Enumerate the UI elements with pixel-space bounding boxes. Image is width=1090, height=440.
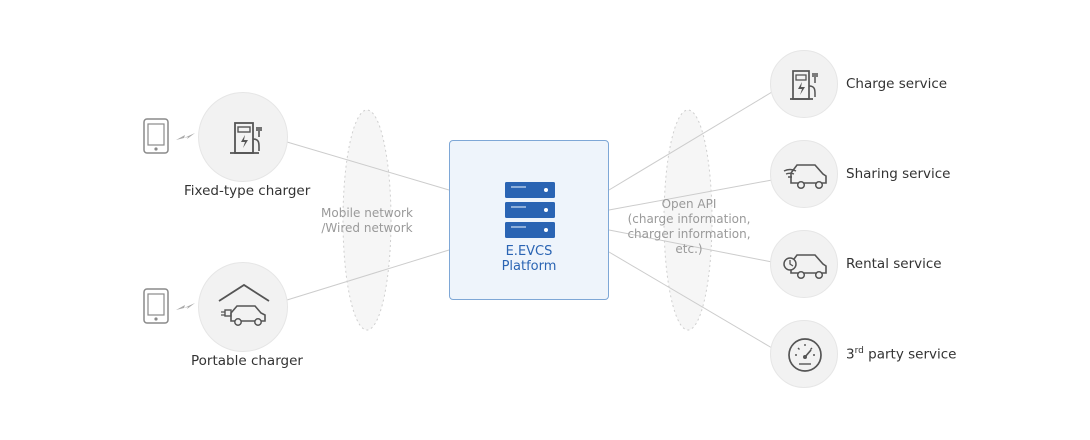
network-label-line1: Mobile network (321, 206, 413, 220)
network-label: Mobile network /Wired network (310, 207, 424, 235)
car-clock-icon (783, 254, 827, 280)
third-party-service-label: 3rd party service (846, 346, 956, 363)
third-party-prefix: 3 (846, 346, 855, 363)
network-ellipse-left (342, 109, 392, 331)
api-label-line2: (charge information, (627, 212, 751, 226)
portable-charger-circle (198, 262, 288, 352)
api-label: Open API (charge information, charger in… (626, 198, 752, 256)
network-label-line2: /Wired network (321, 221, 413, 235)
rental-service-circle (770, 230, 838, 298)
network-ellipse-right (663, 109, 713, 331)
third-party-suffix: party service (863, 346, 957, 363)
line-platform-to-third (608, 251, 773, 349)
third-party-service-circle (770, 320, 838, 388)
api-label-line3: charger information, (627, 227, 751, 241)
api-label-line4: etc.) (675, 242, 703, 256)
garage-car-plug-icon (218, 283, 270, 326)
line-portable-to-platform (286, 249, 450, 301)
platform-box: E.EVCS Platform (449, 140, 609, 300)
charging-station-icon (790, 70, 818, 100)
speedometer-icon (788, 338, 822, 372)
sharing-service-circle (770, 140, 838, 208)
line-platform-to-rental (608, 229, 773, 263)
rental-service-label: Rental service (846, 256, 942, 272)
fixed-charger-label: Fixed-type charger (184, 183, 311, 199)
platform-name: E.EVCS (505, 244, 553, 259)
charge-service-label: Charge service (846, 76, 948, 92)
fixed-charger-circle (198, 92, 288, 182)
server-icon (505, 182, 555, 238)
phone-icon (143, 118, 203, 160)
sharing-service-label: Sharing service (846, 166, 951, 182)
charging-station-icon (230, 122, 262, 154)
line-platform-to-sharing (608, 179, 773, 211)
third-party-superscript: rd (854, 346, 864, 356)
api-label-line1: Open API (661, 197, 717, 211)
car-wifi-icon (783, 164, 827, 190)
platform-subtitle: Platform (501, 259, 557, 274)
charge-service-circle (770, 50, 838, 118)
portable-charger-label: Portable charger (191, 353, 303, 369)
line-fixed-to-platform (286, 141, 450, 191)
phone-icon (143, 288, 203, 330)
line-platform-to-charge (608, 91, 773, 191)
